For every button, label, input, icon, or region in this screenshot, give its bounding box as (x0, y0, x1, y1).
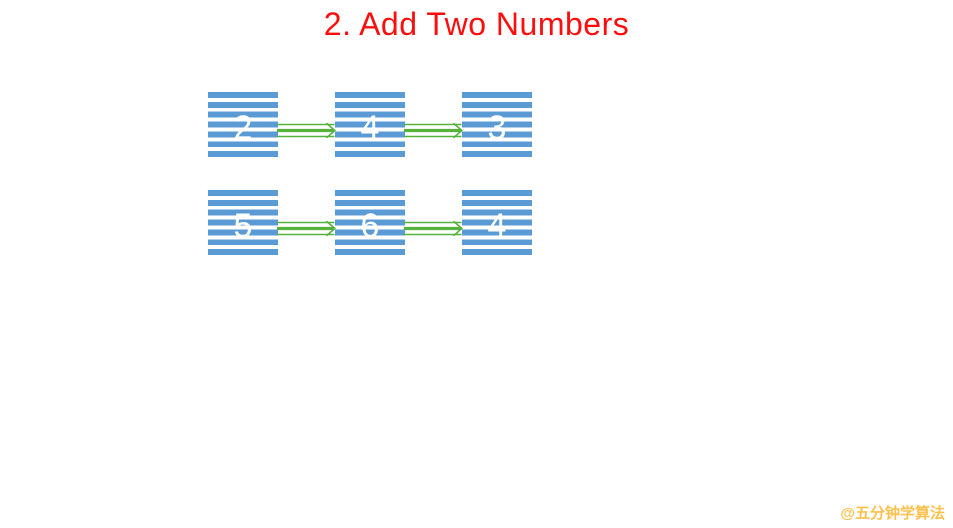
next-pointer (404, 92, 463, 157)
list-node: 4 (462, 190, 532, 255)
arrow-right-icon (404, 122, 463, 139)
list-node: 3 (462, 92, 532, 157)
arrow-right-icon (404, 220, 463, 237)
node-value: 3 (487, 109, 507, 147)
linked-list-2: 5 6 4 (208, 190, 532, 255)
list-node: 6 (335, 190, 405, 255)
slide-title: 2. Add Two Numbers (323, 6, 630, 42)
linked-list-1: 2 4 3 (208, 92, 532, 157)
node-value: 4 (360, 109, 380, 147)
node-value: 2 (233, 109, 253, 147)
node-value: 4 (487, 207, 507, 245)
next-pointer (277, 190, 336, 255)
arrow-right-icon (277, 220, 336, 237)
next-pointer (404, 190, 463, 255)
next-pointer (277, 92, 336, 157)
watermark: @五分钟学算法 (840, 505, 945, 522)
list-node: 2 (208, 92, 278, 157)
node-value: 5 (233, 207, 253, 245)
list-node: 4 (335, 92, 405, 157)
node-value: 6 (360, 207, 380, 245)
list-node: 5 (208, 190, 278, 255)
arrow-right-icon (277, 122, 336, 139)
